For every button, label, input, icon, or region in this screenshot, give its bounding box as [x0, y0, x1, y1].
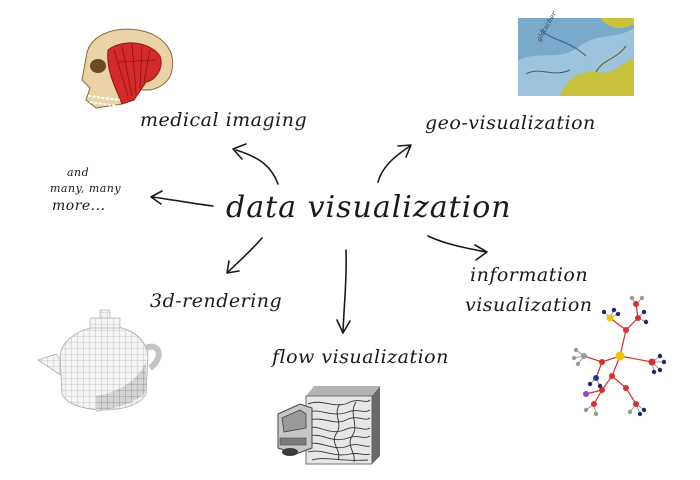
flow-field-car-icon [277, 386, 380, 465]
arrow-to-3d-rendering [226, 237, 263, 274]
arrow-to-geo-visualization [377, 144, 412, 183]
more-label-line-2: many, many [50, 182, 122, 195]
arrow-to-more [150, 190, 214, 207]
geo-visualization-label: geo-visualization [425, 112, 596, 134]
medical-imaging-label: medical imaging [140, 109, 308, 131]
arrow-to-flow-visualization [336, 249, 351, 334]
3d-rendering-label: 3d-rendering [150, 290, 283, 312]
skull-anatomy-icon [81, 28, 174, 109]
central-topic-label: data visualization [226, 190, 512, 225]
more-label-line-1: and [67, 166, 90, 179]
information-visualization-label-line-1: information [470, 264, 589, 286]
arrow-to-information-visualization [427, 235, 488, 261]
voxel-teapot-icon [37, 309, 162, 412]
glacier-map-icon: gletscher [518, 10, 634, 96]
arrow-to-medical-imaging [232, 143, 279, 185]
flow-visualization-label: flow visualization [272, 346, 449, 368]
information-visualization-label-line-2: visualization [465, 294, 593, 316]
more-label-line-3: more... [52, 198, 106, 214]
network-graph-icon [571, 295, 667, 417]
